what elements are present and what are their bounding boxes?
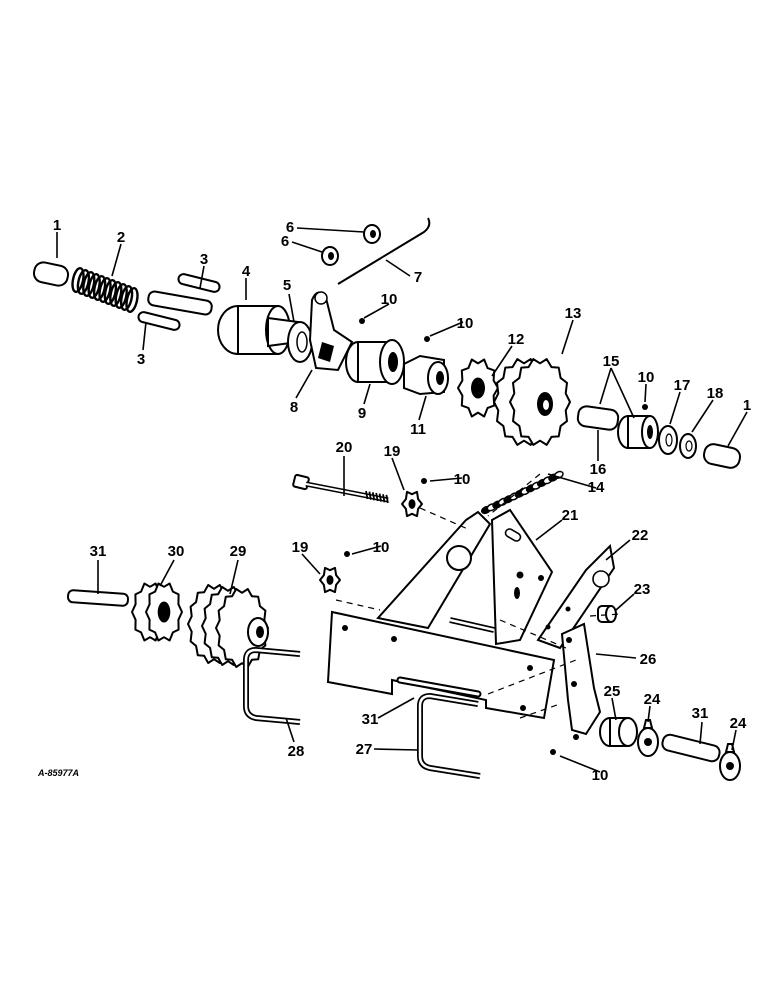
part-25-bushing [599,717,638,747]
callout-numbers: 1 2 3 3 4 5 6 6 7 8 9 10 10 10 10 10 10 … [53,217,751,784]
part-21-22-bracket [326,508,616,720]
callout-26: 26 [640,651,657,668]
callout-8: 8 [290,399,298,416]
callout-2: 2 [117,229,125,246]
part-24-fittings [637,719,741,781]
callout-14: 14 [588,479,605,496]
part-10-setscrews [344,318,648,755]
callout-4: 4 [242,263,251,280]
part-4-collar [217,305,300,355]
part-2-spring [71,267,139,313]
part-29-sprocket [187,584,269,668]
part-12-sprocket [457,358,499,418]
callout-28: 28 [288,743,305,760]
callout-15: 15 [603,353,620,370]
part-31-pin-right [661,733,721,763]
callout-16: 16 [590,461,607,478]
leader-lines [56,227,748,773]
callout-10: 10 [638,369,655,386]
callout-10: 10 [373,539,390,556]
part-23-bushing [597,605,617,623]
part-6-bushings [321,224,381,266]
part-31-pin-middle [396,676,482,698]
part-20-bolt [292,473,389,504]
part-15-collar [617,415,659,449]
part-7-rod [337,217,431,285]
callout-7: 7 [414,269,422,286]
part-13-sprocket [493,358,571,446]
part-1-pin-right [702,443,742,469]
part-11-hub [403,354,449,396]
part-14-chain [480,470,564,515]
callout-24: 24 [644,691,661,708]
callout-5: 5 [283,277,291,294]
part-5-washer [287,321,313,363]
callout-13: 13 [565,305,582,322]
callout-11: 11 [410,421,426,438]
figure-code: A-85977A [37,768,79,778]
callout-29: 29 [230,543,247,560]
callout-10: 10 [457,315,474,332]
callout-18: 18 [707,385,724,402]
callout-10: 10 [454,471,471,488]
callout-20: 20 [336,439,353,456]
part-26-arm [560,622,602,740]
callout-9: 9 [358,405,366,422]
part-16-sleeve [576,405,620,431]
callout-10: 10 [381,291,398,308]
callout-31: 31 [362,711,379,728]
part-30-sprocket [131,582,183,642]
callout-6: 6 [286,219,294,236]
part-3-pins [137,273,221,331]
part-18-washer [679,433,697,459]
callout-30: 30 [168,543,185,560]
part-9-clutch [345,339,405,385]
callout-17: 17 [674,377,691,394]
callout-31: 31 [692,705,709,722]
callout-3: 3 [200,251,208,268]
part-28-u-bolt [243,646,301,725]
callout-1: 1 [743,397,751,414]
callout-22: 22 [632,527,649,544]
centerlines [335,473,621,719]
callout-24: 24 [730,715,747,732]
part-19-idler-sprockets [319,490,423,594]
callout-27: 27 [356,741,373,758]
callout-10: 10 [592,767,609,784]
callout-19: 19 [292,539,309,556]
callout-21: 21 [562,507,579,524]
callout-1: 1 [53,217,61,234]
callout-25: 25 [604,683,621,700]
callout-12: 12 [508,331,525,348]
callout-6: 6 [281,233,289,250]
callout-31: 31 [90,543,107,560]
callout-23: 23 [634,581,651,598]
part-17-washer [658,425,678,455]
callout-3: 3 [137,351,145,368]
part-27-u-bolt [417,692,481,779]
part-1-pin-left [32,261,70,287]
part-8-lever [308,291,354,372]
callout-19: 19 [384,443,401,460]
